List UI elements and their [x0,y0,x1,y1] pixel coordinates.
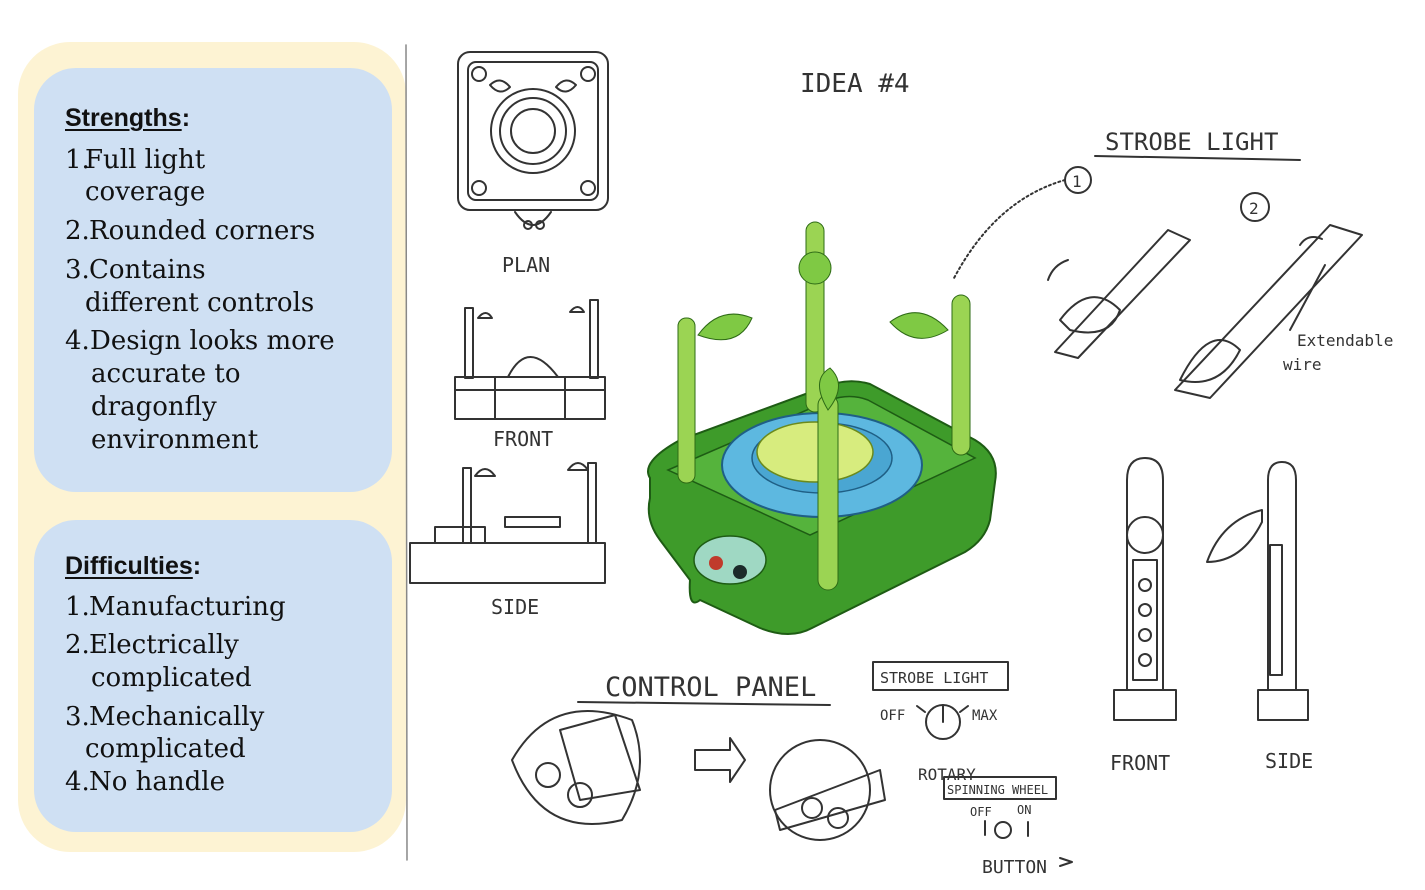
max-label: MAX [972,708,998,724]
strengths-heading: Strengths: [65,104,191,132]
idea-title: IDEA #4 [800,69,910,99]
plan-label: PLAN [502,253,550,277]
strength-item-1-line-2: coverage [85,177,206,207]
strength-item-1-line-1: Full light [85,145,206,175]
strength-item-4-line-3: dragonfly [91,392,217,422]
difficulties-heading: Difficulties: [65,552,202,580]
strength-item-3-line-1: Contains [89,255,206,285]
wire-label: wire [1283,355,1322,374]
extendable-label: Extendable [1297,331,1393,350]
spinning-wheel-on-label: ON [1017,803,1031,817]
difficulty-item-2-num: 2. [65,630,90,660]
control-panel-title: CONTROL PANEL [605,672,816,703]
front-view-drawing [454,299,606,420]
strobe-option-2-number: 2 [1249,199,1259,218]
difficulty-item-2-line-2: complicated [91,663,252,693]
spinning-wheel-off-label: OFF [970,805,992,819]
side-view-drawing [409,462,606,584]
sketch-border-line [405,44,408,861]
difficulties-card [34,520,392,832]
difficulty-item-1-num: 1. [65,592,90,622]
stem-detail-drawings [1113,457,1309,721]
strobe-option-1-number: 1 [1072,172,1082,191]
rotary-label: ROTARY [918,765,976,784]
stem-front-label: FRONT [1110,751,1170,775]
concept-sketch: IDEA #4 PLAN FRONT SIDE STROBE LIGHT 1 2… [405,44,1393,878]
stem-side-label: SIDE [1265,749,1313,773]
difficulty-item-4-line-1: No handle [89,767,226,797]
planter-model-drawing [647,221,997,635]
strength-item-3-num: 3. [65,255,90,285]
strength-item-1-num: 1. [65,145,90,175]
control-panel-drawings [511,661,1073,867]
strength-item-4-line-1: Design looks more [90,326,335,356]
strength-item-4-num: 4. [65,326,90,356]
difficulty-item-3-line-2: complicated [85,734,246,764]
strobe-light-box-label: STROBE LIGHT [880,669,988,687]
difficulty-item-2-line-1: Electrically [89,630,239,660]
strength-item-3-line-2: different controls [85,288,315,318]
strength-item-2-line-1: Rounded corners [89,216,316,246]
strength-item-2-num: 2. [65,216,90,246]
strength-item-4-line-4: environment [91,425,259,455]
button-label: BUTTON [982,857,1047,878]
plan-view-drawing [457,51,609,230]
off-label: OFF [880,708,905,724]
front-label: FRONT [493,427,553,451]
spinning-wheel-label: SPINNING WHEEL [947,783,1048,797]
side-label: SIDE [491,595,539,619]
difficulty-item-4-num: 4. [65,767,90,797]
strengths-card [34,68,392,492]
strength-item-4-line-2: accurate to [91,359,241,389]
strobe-light-title: STROBE LIGHT [1105,128,1278,156]
strobe-light-drawings [952,155,1363,399]
difficulty-item-1-line-1: Manufacturing [89,592,286,622]
difficulty-item-3-num: 3. [65,702,90,732]
difficulty-item-3-line-1: Mechanically [89,702,265,732]
